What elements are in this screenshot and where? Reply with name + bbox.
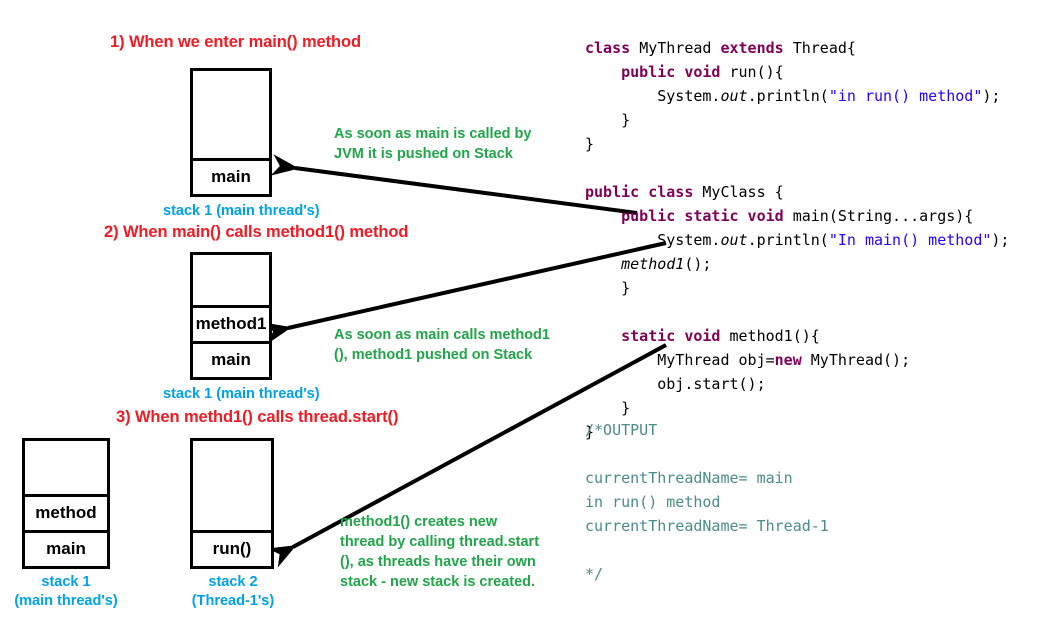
code-token: class <box>585 39 640 57</box>
code-token: out <box>720 231 748 249</box>
note-method1-pushed-line1: As soon as main calls method1 <box>334 327 550 343</box>
code-line: } <box>585 420 1049 444</box>
code-token: System. <box>585 231 721 249</box>
code-token: static void <box>621 327 730 345</box>
stack-caption-line1: stack 2 <box>208 574 258 590</box>
code-token: ); <box>991 231 1010 249</box>
step-heading-2: 2) When main() calls method1() method <box>104 223 409 241</box>
note-new-thread-line4: stack - new stack is created. <box>340 574 536 590</box>
code-token: extends <box>720 39 793 57</box>
stack-empty-space <box>193 71 269 158</box>
code-token: new <box>774 351 811 369</box>
code-token: MyClass { <box>702 183 784 201</box>
code-line: method1(); <box>585 252 1049 276</box>
stack-caption-line1: stack 1 <box>41 574 91 590</box>
note-method1-pushed: As soon as main calls method1 (), method… <box>334 325 550 365</box>
code-token: MyThread obj= <box>585 351 775 369</box>
code-token <box>585 207 621 225</box>
code-token: run(){ <box>729 63 784 81</box>
code-token: } <box>585 135 595 153</box>
code-line: MyThread obj=new MyThread(); <box>585 348 1049 372</box>
stack-frame-main: main <box>193 158 269 194</box>
code-line: System.out.println("in run() method"); <box>585 84 1049 108</box>
code-token: } <box>585 111 631 129</box>
code-token: public class <box>585 183 703 201</box>
stack-caption-step2: stack 1 (main thread's) <box>163 386 320 402</box>
code-line: System.out.println("In main() method"); <box>585 228 1049 252</box>
code-line: public void run(){ <box>585 60 1049 84</box>
note-method1-pushed-line2: (), method1 pushed on Stack <box>334 347 533 363</box>
stack-caption-step3-main: stack 1 (main thread's) <box>0 573 132 611</box>
note-new-thread-line1: method1() creates new <box>340 514 498 530</box>
code-token <box>585 327 621 345</box>
stack-empty-space <box>193 441 271 530</box>
code-line: public class MyClass { <box>585 180 1049 204</box>
stack-frame-main: main <box>193 341 269 377</box>
code-token: Thread{ <box>792 39 856 57</box>
code-token: out <box>720 87 748 105</box>
code-token: public void <box>621 63 730 81</box>
code-token: (); <box>684 255 712 273</box>
stack-box-step3-thread: run() <box>190 438 274 569</box>
stack-caption-line2: (Thread-1's) <box>191 593 275 609</box>
code-token: } <box>585 423 595 441</box>
code-token: .println( <box>747 231 829 249</box>
code-line: obj.start(); <box>585 372 1049 396</box>
code-line: } <box>585 276 1049 300</box>
stack-empty-space <box>25 441 107 494</box>
code-line <box>585 156 1049 180</box>
stack-box-step3-main: method main <box>22 438 110 569</box>
note-main-pushed-line2: JVM it is pushed on Stack <box>334 146 513 162</box>
stack-box-step1: main <box>190 68 272 197</box>
code-token: MyThread(); <box>810 351 911 369</box>
stack-empty-space <box>193 255 269 305</box>
note-new-thread-line3: (), as threads have their own <box>340 554 536 570</box>
note-new-thread-line2: thread by calling thread.start <box>340 534 540 550</box>
code-token: } <box>585 399 631 417</box>
code-line: } <box>585 396 1049 420</box>
code-token: "In main() method" <box>828 231 992 249</box>
code-token: main(String...args){ <box>792 207 974 225</box>
stack-frame-main: main <box>25 530 107 566</box>
code-token: method1 <box>621 255 685 273</box>
java-code-listing: class MyThread extends Thread{ public vo… <box>585 36 1049 444</box>
code-token <box>585 255 621 273</box>
stack-frame-method: method <box>25 494 107 530</box>
stack-caption-step1: stack 1 (main thread's) <box>163 203 320 219</box>
stack-frame-method1: method1 <box>193 305 269 341</box>
code-token: System. <box>585 87 721 105</box>
code-line: } <box>585 132 1049 156</box>
note-main-pushed-line1: As soon as main is called by <box>334 126 532 142</box>
stack-caption-step3-thread: stack 2 (Thread-1's) <box>168 573 298 611</box>
code-line: class MyThread extends Thread{ <box>585 36 1049 60</box>
step-heading-3: 3) When methd1() calls thread.start() <box>116 408 399 426</box>
code-line: } <box>585 108 1049 132</box>
code-line: static void method1(){ <box>585 324 1049 348</box>
code-token: MyThread <box>639 39 721 57</box>
code-token: obj.start(); <box>585 375 766 393</box>
code-token: "in run() method" <box>828 87 983 105</box>
code-token: ); <box>982 87 1001 105</box>
stack-caption-line2: (main thread's) <box>14 593 118 609</box>
code-token <box>585 63 621 81</box>
code-line: public static void main(String...args){ <box>585 204 1049 228</box>
stack-box-step2: method1 main <box>190 252 272 380</box>
note-new-thread: method1() creates new thread by calling … <box>340 512 539 592</box>
code-token: } <box>585 279 631 297</box>
code-token: .println( <box>747 87 829 105</box>
note-main-pushed: As soon as main is called by JVM it is p… <box>334 124 531 164</box>
output-comment-block: /*OUTPUT currentThreadName= main in run(… <box>585 421 829 583</box>
code-token: public static void <box>621 207 793 225</box>
stack-frame-run: run() <box>193 530 271 566</box>
code-token: method1(){ <box>729 327 820 345</box>
code-line <box>585 300 1049 324</box>
step-heading-1: 1) When we enter main() method <box>110 33 361 51</box>
